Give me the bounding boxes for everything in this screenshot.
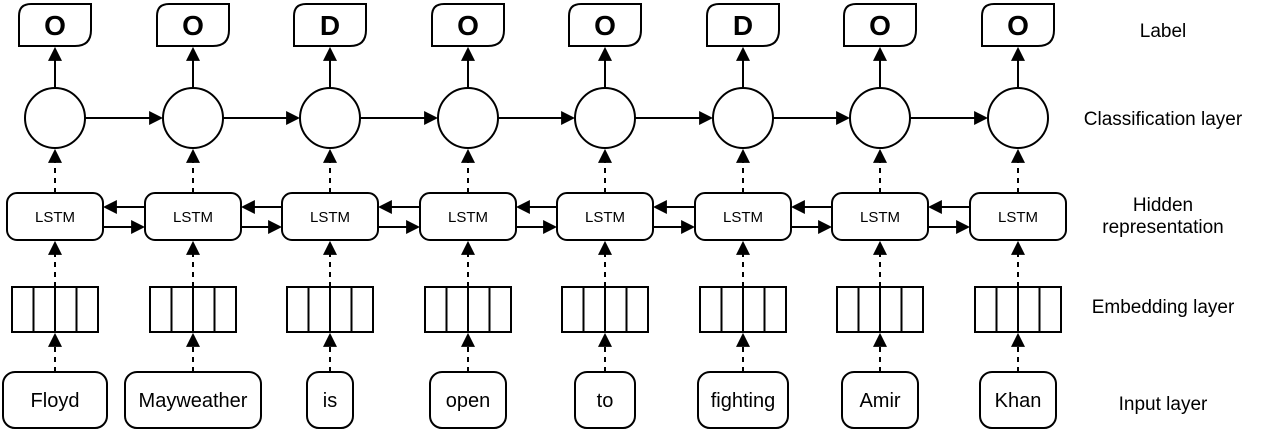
- bilstm-arrows: [102, 200, 971, 234]
- lstm-box: [6, 192, 104, 241]
- label-tag-shape: [568, 3, 642, 47]
- input-word: is: [323, 390, 337, 412]
- label-text: O: [869, 10, 891, 41]
- label-text: O: [1007, 10, 1029, 41]
- input-word-box: [574, 371, 636, 429]
- label-tag-shape: [981, 3, 1055, 47]
- lstm-label: LSTM: [998, 209, 1038, 226]
- label-text: O: [44, 10, 66, 41]
- classification-node: [574, 87, 636, 149]
- input-word: Floyd: [31, 390, 80, 412]
- label-text: O: [457, 10, 479, 41]
- label-tag-shape: [18, 3, 92, 47]
- label-tag-shape: [706, 3, 780, 47]
- classification-node: [987, 87, 1049, 149]
- token-column-3: D LSTM is: [281, 3, 379, 429]
- token-column-8: O LSTM Khan: [969, 3, 1067, 429]
- classification-node: [849, 87, 911, 149]
- label-text: D: [320, 10, 340, 41]
- embedding-box: [561, 286, 649, 333]
- lstm-label: LSTM: [35, 209, 75, 226]
- classification-node: [24, 87, 86, 149]
- label-tag-shape: [843, 3, 917, 47]
- token-column-1: O LSTM Floyd: [2, 3, 108, 429]
- token-column-2: O LSTM Mayweather: [124, 3, 262, 429]
- classification-node: [299, 87, 361, 149]
- input-word: Amir: [859, 390, 900, 412]
- layer-label-embedding: Embedding layer: [1092, 297, 1235, 318]
- token-column-6: D LSTM fighting: [694, 3, 792, 429]
- lstm-box: [831, 192, 929, 241]
- embedding-box: [149, 286, 237, 333]
- input-word: open: [446, 390, 491, 412]
- lstm-box: [694, 192, 792, 241]
- classification-node: [712, 87, 774, 149]
- label-text: O: [182, 10, 204, 41]
- layer-label-label: Label: [1140, 21, 1187, 42]
- input-word: fighting: [711, 390, 776, 412]
- embedding-box: [699, 286, 787, 333]
- input-word-box: [841, 371, 919, 429]
- lstm-box: [281, 192, 379, 241]
- label-tag-shape: [156, 3, 230, 47]
- lstm-label: LSTM: [723, 209, 763, 226]
- lstm-label: LSTM: [173, 209, 213, 226]
- input-word-box: [429, 371, 507, 429]
- token-column-5: O LSTM to: [556, 3, 654, 429]
- input-word-box: [2, 371, 108, 429]
- input-word-box: [697, 371, 789, 429]
- lstm-label: LSTM: [860, 209, 900, 226]
- input-word: to: [597, 390, 614, 412]
- lstm-label: LSTM: [585, 209, 625, 226]
- classification-node: [162, 87, 224, 149]
- input-word-box: [124, 371, 262, 429]
- layer-annotations: Label Classification layer Hidden repres…: [1084, 21, 1243, 415]
- lstm-label: LSTM: [310, 209, 350, 226]
- lstm-box: [419, 192, 517, 241]
- embedding-box: [974, 286, 1062, 333]
- layer-label-classification: Classification layer: [1084, 109, 1243, 130]
- token-column-4: O LSTM open: [419, 3, 517, 429]
- token-column-7: O LSTM Amir: [831, 3, 929, 429]
- embedding-box: [424, 286, 512, 333]
- lstm-box: [144, 192, 242, 241]
- embedding-box: [286, 286, 374, 333]
- label-tag-shape: [293, 3, 367, 47]
- label-text: D: [733, 10, 753, 41]
- input-word-box: [979, 371, 1057, 429]
- lstm-box: [556, 192, 654, 241]
- label-text: O: [594, 10, 616, 41]
- classification-node: [437, 87, 499, 149]
- embedding-box: [836, 286, 924, 333]
- input-word: Khan: [995, 390, 1042, 412]
- input-word-box: [306, 371, 354, 429]
- lstm-label: LSTM: [448, 209, 488, 226]
- embedding-box: [11, 286, 99, 333]
- label-tag-shape: [431, 3, 505, 47]
- input-word: Mayweather: [139, 390, 248, 412]
- layer-label-hidden-line2: representation: [1102, 217, 1223, 238]
- layer-label-input: Input layer: [1119, 394, 1208, 415]
- lstm-box: [969, 192, 1067, 241]
- layer-label-hidden-line1: Hidden: [1133, 195, 1193, 216]
